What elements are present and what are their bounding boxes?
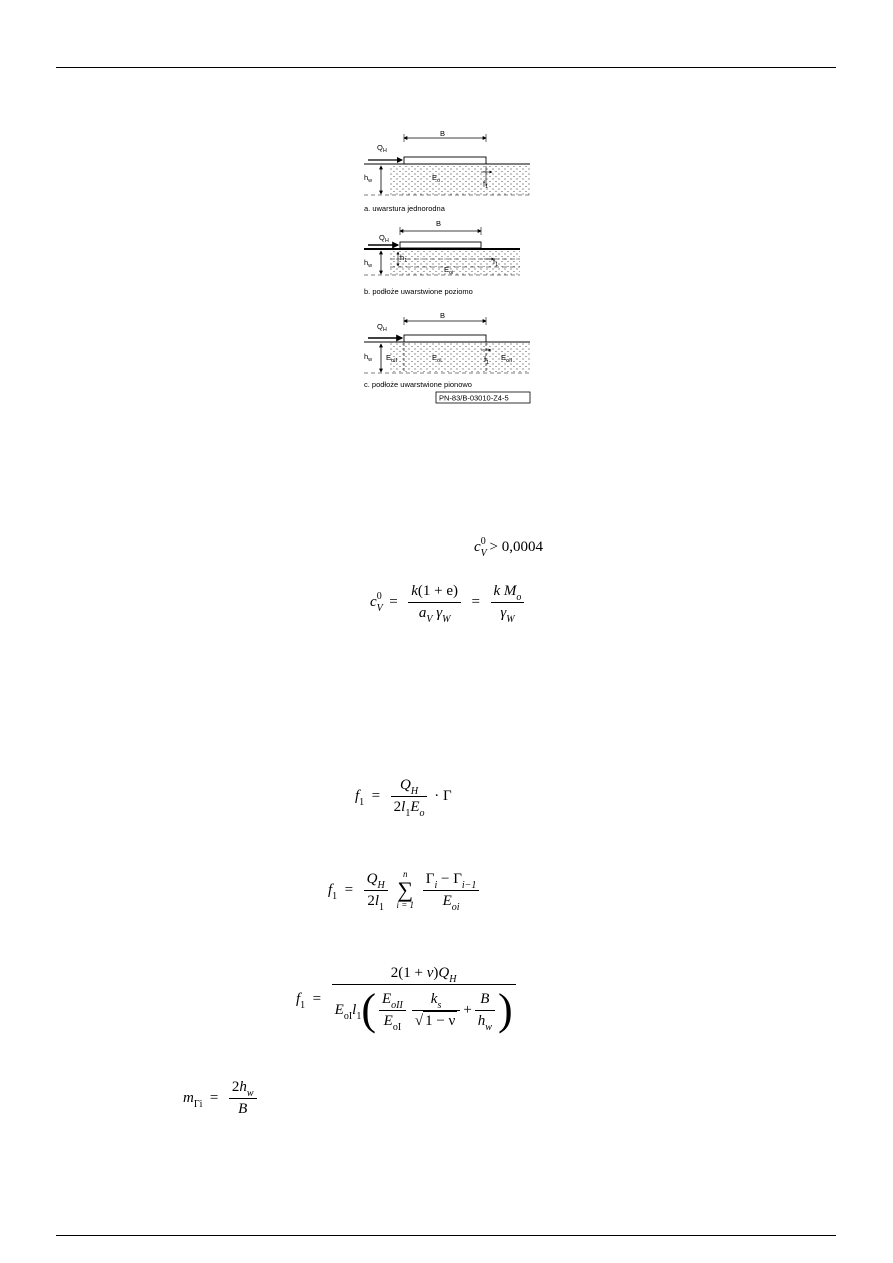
equation-cv-threshold: cV0 > 0,0004 [474,536,543,559]
dim-b-b: B [436,219,441,228]
caption-a: a. uwarstura jednorodna [364,204,446,213]
caption-b: b. podłoże uwarstwione poziomo [364,287,473,296]
hw-a: h [364,173,368,182]
f1-a: f [483,179,486,188]
svg-text:EoII: EoII [386,353,398,364]
eoii-left-c: E [386,353,391,362]
svg-text:QH: QH [377,143,387,154]
cv-threshold-value: > 0,0004 [489,539,543,555]
dim-b-a: B [440,129,445,138]
qh-a: Q [377,143,383,152]
svg-text:f1: f1 [484,355,489,366]
figure-code: PN-83/B-03010-Z4-5 [439,394,509,403]
summation-sign: n ∑ i = 1 [396,869,415,910]
svg-text:f1: f1 [483,179,488,190]
panel-b: B QH hw h1 Eoi f1 b. podłoże uwarstwione… [364,219,520,296]
svg-text:QH: QH [379,233,389,244]
footer-rule [56,1235,836,1236]
dim-b-c: B [440,311,445,320]
svg-text:hw: hw [364,352,372,363]
qh-b: Q [379,233,385,242]
svg-text:hw: hw [364,258,372,269]
equation-m-gamma: mΓi = 2hw B [183,1080,260,1117]
f1-b: f [493,257,496,266]
foundation-diagram: B QH hw Eo f1 a. uwarstura jednorodna B … [364,129,531,404]
qh-c: Q [377,322,383,331]
panel-c: B QH hw EoII EoI f1 EoII c. podłoże uwar… [364,311,531,404]
svg-text:Eo: Eo [432,173,440,184]
equation-f1-vertical: f1 = 2(1 + ν)QH EoIl1( EoII EoI ks √1 − … [296,966,519,1032]
svg-text:h1: h1 [400,253,407,264]
svg-text:QH: QH [377,322,387,333]
svg-text:f1: f1 [493,257,498,268]
equation-cv-definition: cV0 = k(1 + e) aV γW = k Mo γW [370,584,527,625]
svg-text:Eoi: Eoi [444,265,453,276]
hw-b: h [364,258,368,267]
eoii-right-c: E [501,353,506,362]
eo-a: E [432,173,437,182]
equation-f1-homogeneous: f1 = QH 2l1Eo · Γ [355,777,452,819]
svg-text:EoI: EoI [432,353,442,364]
equation-f1-layered: f1 = QH 2l1 n ∑ i = 1 Γi − Γi−1 Eoi [328,869,482,912]
eoi-b: E [444,265,449,274]
f1-c: f [484,355,487,364]
svg-text:EoII: EoII [501,353,513,364]
header-rule [56,67,836,68]
foundation-figure: B QH hw Eo f1 a. uwarstura jednorodna B … [360,128,540,408]
hw-c: h [364,352,368,361]
eoi-c: E [432,353,437,362]
svg-text:hw: hw [364,173,372,184]
h1-b: h [400,253,404,262]
panel-a: B QH hw Eo f1 a. uwarstura jednorodna [364,129,530,213]
caption-c: c. podłoże uwarstwione pionowo [364,380,472,389]
